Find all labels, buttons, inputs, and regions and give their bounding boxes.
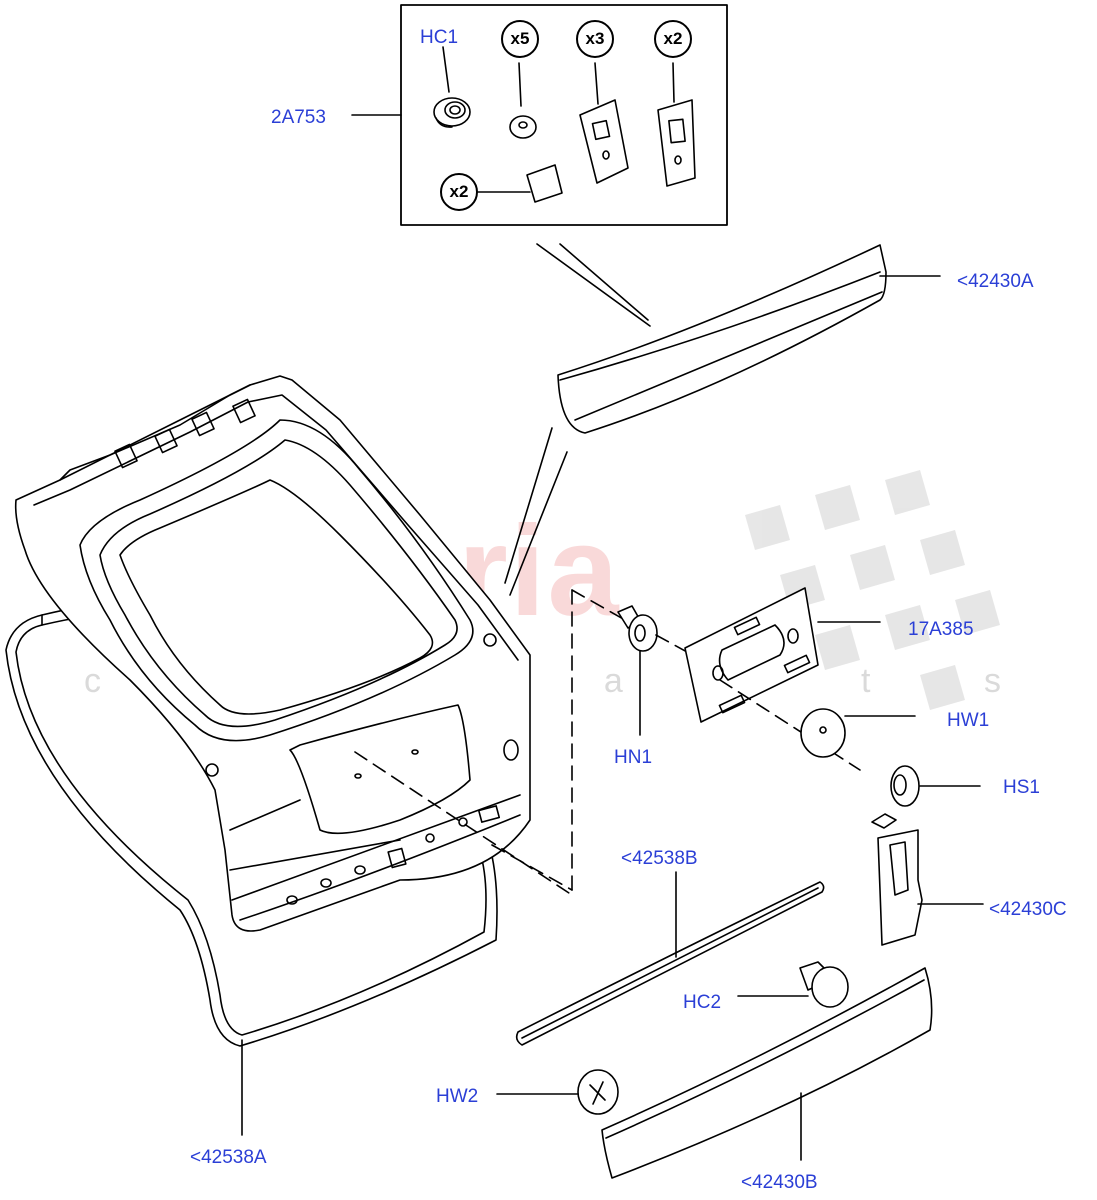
- callout-42538b[interactable]: <42538B: [621, 848, 698, 869]
- callout-hc2[interactable]: HC2: [683, 992, 722, 1013]
- clip-hc1-part: [433, 97, 471, 128]
- quantity-bubble-washer: x5: [501, 20, 539, 58]
- pad-part-2: [657, 99, 696, 187]
- spoiler-42430a-part: [557, 244, 941, 434]
- strip-42538b-part: [515, 871, 825, 1046]
- quantity-bubble-pad-1: x3: [576, 20, 614, 58]
- cap-hw2-part: [496, 1069, 619, 1115]
- callout-hc1[interactable]: HC1: [420, 27, 459, 48]
- callout-2a753[interactable]: 2A753: [271, 107, 326, 128]
- pad-part-1: [579, 99, 629, 184]
- tailgate-part: [14, 375, 531, 932]
- quantity-bubble-pad-2: x2: [654, 20, 692, 58]
- trim-42430c-part: [877, 829, 984, 946]
- trim-42430b-part: [601, 967, 933, 1179]
- screw-hs1-part: [871, 765, 981, 829]
- callout-42538a[interactable]: <42538A: [190, 1147, 267, 1168]
- quantity-bubble-small-pad: x2: [440, 173, 478, 211]
- callout-42430c[interactable]: <42430C: [989, 899, 1067, 920]
- small-pad-part: [526, 164, 563, 203]
- clip-hc2-part: [737, 961, 849, 1008]
- callout-hw1[interactable]: HW1: [947, 710, 990, 731]
- bracket-17a385-part: [684, 587, 881, 771]
- checker-flag-watermark: [745, 470, 1000, 710]
- nut-hn1-part: [617, 605, 721, 736]
- washer-hw1-part: [800, 708, 916, 758]
- callout-hw2[interactable]: HW2: [436, 1086, 479, 1107]
- callout-42430b[interactable]: <42430B: [741, 1172, 818, 1193]
- callout-17a385[interactable]: 17A385: [908, 619, 974, 640]
- callout-hn1[interactable]: HN1: [614, 747, 653, 768]
- callout-42430a[interactable]: <42430A: [957, 271, 1034, 292]
- callout-hs1[interactable]: HS1: [1003, 777, 1040, 798]
- washer-part: [509, 115, 537, 139]
